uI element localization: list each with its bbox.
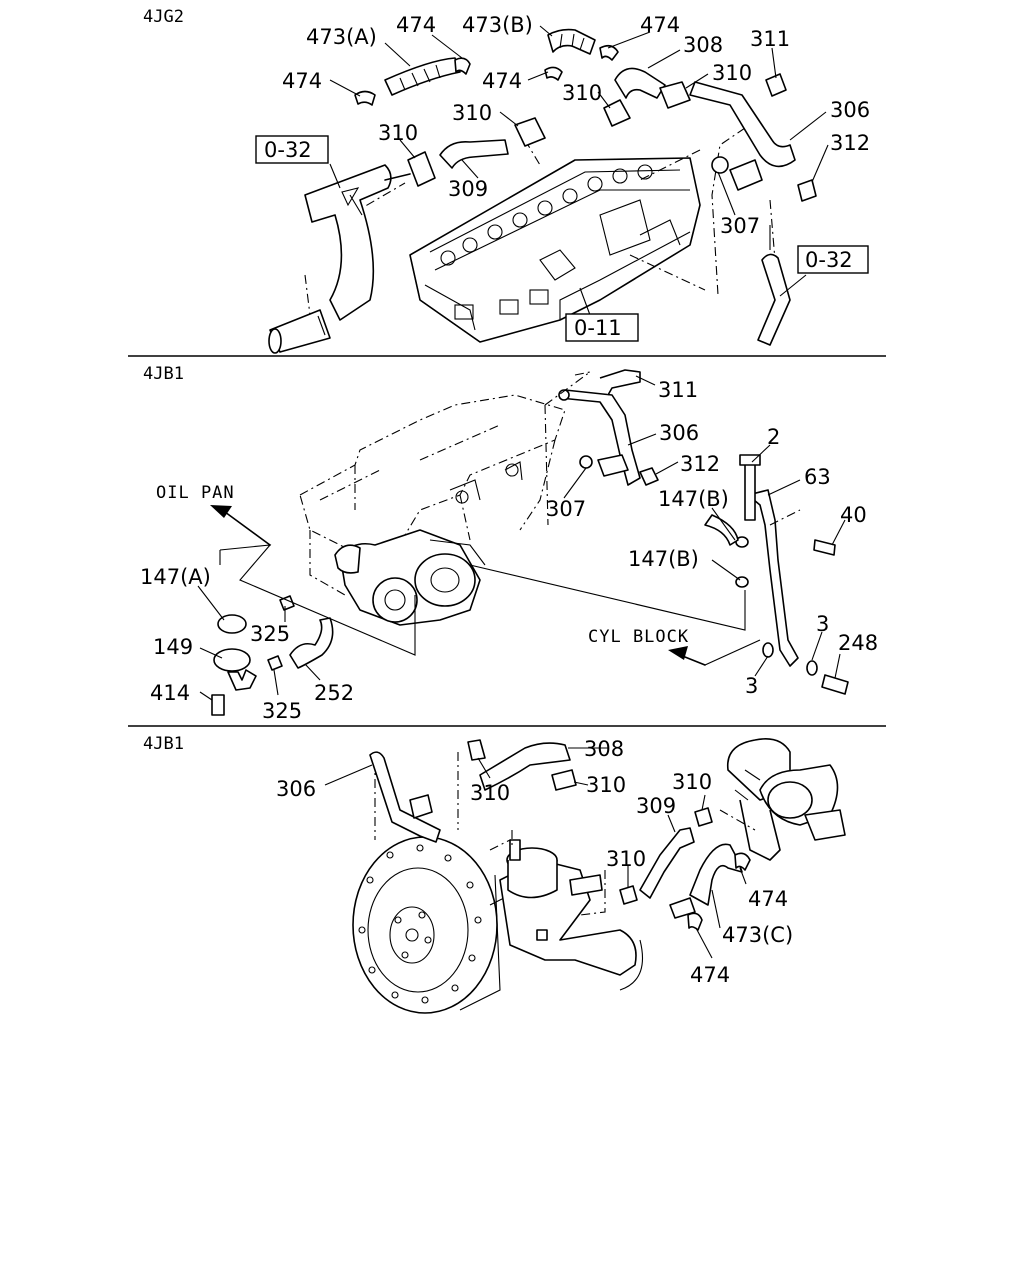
callout-label: 310: [672, 770, 712, 794]
callout-label: 312: [680, 452, 720, 476]
reference-box: 0-32: [255, 135, 329, 164]
hose-309-drawing: [439, 139, 509, 169]
svg-text:0-11: 0-11: [574, 316, 622, 340]
callout-label: 40: [840, 503, 867, 527]
cylinder-head-drawing: [409, 157, 701, 343]
callout-label: 325: [250, 622, 290, 646]
callout-label: 307: [546, 497, 586, 521]
callout-label: 306: [659, 421, 699, 445]
hose-309-drawing: [639, 827, 695, 899]
callout-label: 309: [636, 794, 676, 818]
section-lower: 4JB1: [143, 734, 846, 1014]
oil-pan-note: OIL PAN: [156, 483, 235, 503]
leader-lines: [324, 747, 747, 959]
section-title: 4JB1: [143, 734, 184, 754]
callout-label: 312: [830, 131, 870, 155]
section-upper: 4JG2: [143, 7, 870, 354]
callout-label: 63: [804, 465, 831, 489]
hose-473b-drawing: [547, 28, 596, 55]
callout-label: 474: [690, 963, 730, 987]
hose-308-drawing: [614, 67, 666, 99]
callout-label: 149: [153, 635, 193, 659]
callout-label: 310: [606, 847, 646, 871]
coolant-pipe-drawing: [268, 164, 411, 354]
callout-label: 310: [452, 101, 492, 125]
callout-label: 310: [712, 61, 752, 85]
callout-label: 474: [640, 13, 680, 37]
callout-label: 310: [378, 121, 418, 145]
reference-box: 0-11: [565, 313, 639, 342]
callout-label: 307: [720, 214, 760, 238]
callout-label: 252: [314, 681, 354, 705]
callout-label: 308: [683, 33, 723, 57]
engine-block-drawing: [299, 394, 566, 626]
engine-flywheel-drawing: [352, 752, 644, 1014]
pipe-473c-drawing: [689, 843, 743, 906]
reference-box: 0-32: [797, 245, 869, 274]
callout-label: 414: [150, 681, 190, 705]
callout-label: 473(B): [462, 13, 533, 37]
callout-label: 308: [584, 737, 624, 761]
callout-label: 310: [562, 81, 602, 105]
oil-pipe-63-drawing: [747, 489, 799, 667]
hose-473a-drawing: [384, 57, 461, 96]
svg-text:0-32: 0-32: [805, 248, 853, 272]
cyl-block-note: CYL BLOCK: [588, 627, 689, 647]
pipe-306-drawing: [369, 751, 441, 843]
callout-label: 2: [767, 425, 780, 449]
callout-label: 310: [586, 773, 626, 797]
callout-label: 311: [750, 27, 790, 51]
hose-308-drawing: [479, 742, 571, 791]
section-title: 4JB1: [143, 364, 184, 384]
leader-lines: [197, 375, 846, 701]
callout-label: 306: [830, 98, 870, 122]
callout-label: 473(A): [306, 25, 377, 49]
oil-pipe-306-drawing: [559, 389, 641, 486]
callout-label: 309: [448, 177, 488, 201]
callout-label: 474: [748, 887, 788, 911]
callout-label: 474: [282, 69, 322, 93]
callout-label: 311: [658, 378, 698, 402]
callout-label: 147(B): [658, 487, 729, 511]
callout-label: 306: [276, 777, 316, 801]
section-title: 4JG2: [143, 7, 184, 27]
callout-label: 248: [838, 631, 878, 655]
callout-label: 325: [262, 699, 302, 723]
callout-label: 147(A): [140, 565, 211, 589]
callout-label: 3: [816, 612, 829, 636]
section-middle: 4JB1: [140, 364, 878, 723]
callout-label: 147(B): [628, 547, 699, 571]
svg-text:0-32: 0-32: [264, 138, 312, 162]
callout-label: 473(C): [722, 923, 793, 947]
callout-label: 474: [482, 69, 522, 93]
callout-label: 310: [470, 781, 510, 805]
leader-lines: [329, 25, 829, 316]
callout-label: 3: [745, 674, 758, 698]
callout-label: 474: [396, 13, 436, 37]
